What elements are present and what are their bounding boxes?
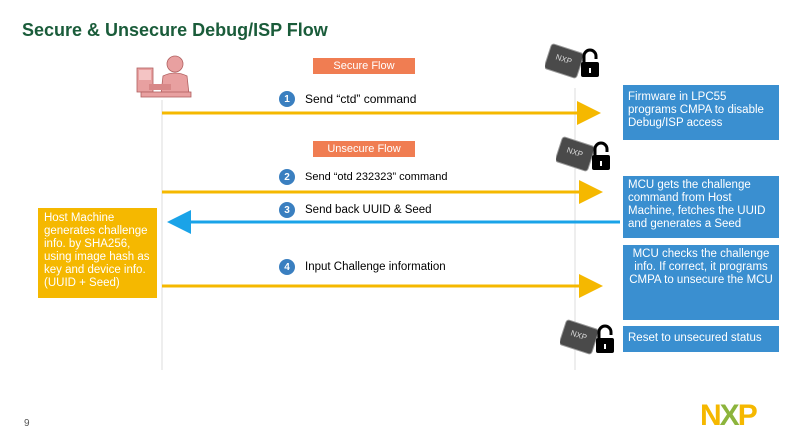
mcu-box-challenge: MCU gets the challenge command from Host… xyxy=(623,176,779,238)
step-label: Send “ctd” command xyxy=(305,92,417,106)
chip-lock-icon: NXP xyxy=(545,43,599,79)
step-4: 4 Input Challenge information xyxy=(279,259,446,275)
step-2: 2 Send “otd 232323” command xyxy=(279,169,447,185)
mcu-box-check: MCU checks the challenge info. If correc… xyxy=(623,245,779,320)
mcu-box-reset: Reset to unsecured status xyxy=(623,326,779,352)
nxp-logo: NXP xyxy=(700,399,758,432)
step-3: 3 Send back UUID & Seed xyxy=(279,202,432,218)
chip-lock-icon: NXP xyxy=(560,319,614,355)
step-label: Send “otd 232323” command xyxy=(305,171,448,183)
unsecure-flow-tag: Unsecure Flow xyxy=(313,141,415,157)
step-1: 1 Send “ctd” command xyxy=(279,91,416,107)
step-number: 4 xyxy=(279,259,295,275)
page-number: 9 xyxy=(24,418,30,429)
host-machine-box: Host Machine generates challenge info. b… xyxy=(38,208,157,298)
chip-lock-icon: NXP xyxy=(556,136,610,172)
step-number: 3 xyxy=(279,202,295,218)
step-number: 1 xyxy=(279,91,295,107)
mcu-box-disable-debug: Firmware in LPC55 programs CMPA to disab… xyxy=(623,85,779,140)
step-label: Send back UUID & Seed xyxy=(305,204,432,216)
page-title: Secure & Unsecure Debug/ISP Flow xyxy=(22,20,328,40)
secure-flow-tag: Secure Flow xyxy=(313,58,415,74)
step-label: Input Challenge information xyxy=(305,261,446,273)
step-number: 2 xyxy=(279,169,295,185)
